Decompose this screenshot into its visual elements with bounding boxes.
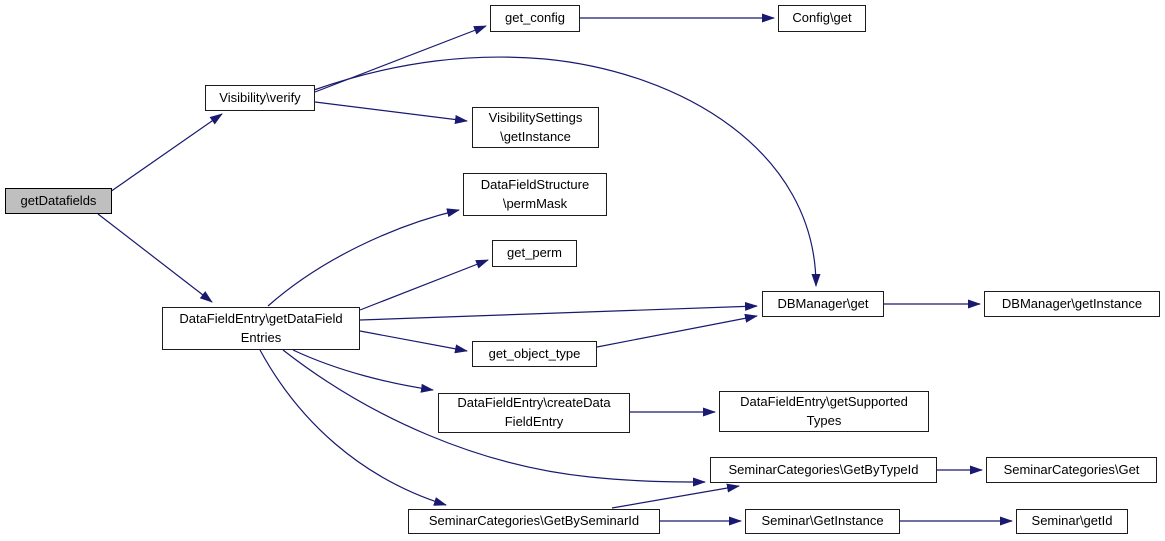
edge-getdatafieldentries-to-getbytypeid bbox=[282, 349, 706, 487]
node-seminar-categories-get-by-type-id[interactable]: SeminarCategories\GetByTypeId bbox=[710, 457, 937, 483]
node-db-manager-get-instance[interactable]: DBManager\getInstance bbox=[984, 291, 1160, 317]
edge-getdatafields-to-getdatafieldentries bbox=[97, 213, 213, 303]
node-visibility-settings-get-instance[interactable]: VisibilitySettings \getInstance bbox=[472, 107, 599, 148]
edge-getdatafieldentries-to-get-perm bbox=[359, 259, 489, 311]
edge-getdatafieldentries-to-createdatafieldentry bbox=[292, 349, 434, 393]
node-seminar-categories-get[interactable]: SeminarCategories\Get bbox=[986, 457, 1157, 483]
node-visibility-verify[interactable]: Visibility\verify bbox=[205, 85, 315, 111]
node-config-get[interactable]: Config\get bbox=[778, 5, 866, 32]
edge-visibility-verify-to-dbmanager-get bbox=[313, 56, 821, 287]
node-seminar-get-id[interactable]: Seminar\getId bbox=[1016, 509, 1128, 534]
edge-getdatafieldentries-to-getbyseminarid bbox=[259, 349, 447, 506]
edge-getdatafields-to-visibility-verify bbox=[109, 113, 223, 193]
node-db-manager-get[interactable]: DBManager\get bbox=[762, 291, 884, 317]
edge-get-object-type-to-dbmanager-get bbox=[596, 313, 758, 348]
node-get-datafields[interactable]: getDatafields bbox=[5, 188, 112, 214]
edge-getdatafieldentries-to-permmask bbox=[267, 208, 460, 307]
edge-getdatafieldentries-to-dbmanager-get bbox=[359, 301, 758, 321]
node-get-config[interactable]: get_config bbox=[490, 5, 580, 32]
node-seminar-get-instance[interactable]: Seminar\GetInstance bbox=[745, 509, 900, 534]
node-data-field-entry-get-supported-types[interactable]: DataFieldEntry\getSupported Types bbox=[719, 391, 929, 432]
node-data-field-structure-perm-mask[interactable]: DataFieldStructure \permMask bbox=[463, 173, 607, 216]
node-get-perm[interactable]: get_perm bbox=[492, 240, 577, 267]
node-data-field-entry-create-data-field-entry[interactable]: DataFieldEntry\createData FieldEntry bbox=[438, 393, 630, 433]
node-seminar-categories-get-by-seminar-id[interactable]: SeminarCategories\GetBySeminarId bbox=[408, 509, 660, 534]
node-data-field-entry-get-data-field-entries[interactable]: DataFieldEntry\getDataField Entries bbox=[162, 307, 360, 350]
edge-visibility-verify-to-visibilitysettings-getinstance bbox=[314, 101, 468, 124]
node-get-object-type[interactable]: get_object_type bbox=[472, 341, 597, 367]
edge-getdatafieldentries-to-get-object-type bbox=[359, 330, 468, 354]
edge-getbyseminarid-to-getbytypeid bbox=[611, 483, 740, 509]
